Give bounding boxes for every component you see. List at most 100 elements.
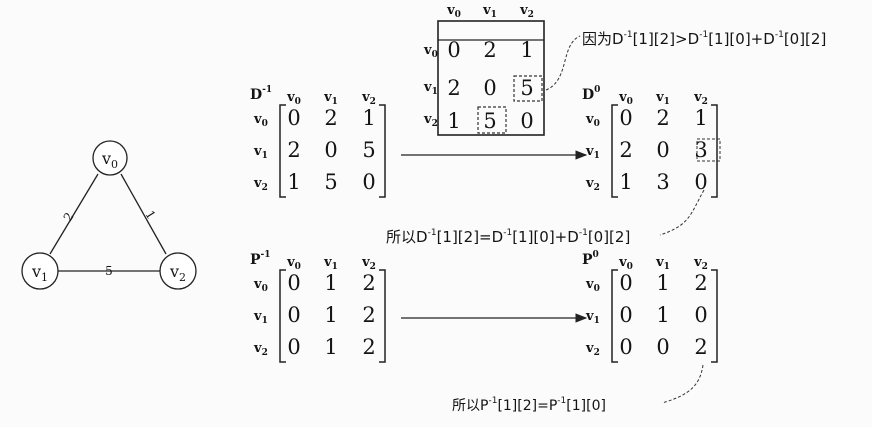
matrix-col-header: v0: [618, 255, 633, 272]
matrix-cell: 2: [362, 335, 375, 359]
table-row-header: v0: [423, 43, 438, 60]
table-cell: 1: [520, 38, 533, 62]
table-col-headers: v0 v1 v2: [446, 3, 534, 20]
matrix-row-header: v2: [253, 341, 268, 358]
node-v0-label: v0: [101, 149, 118, 171]
matrix-row-header: v2: [585, 341, 600, 358]
table-col-header: v1: [482, 3, 497, 20]
matrix-name: D-1: [250, 85, 272, 103]
table-cells: 0 2 1 2 0 5 1 5 0: [447, 38, 533, 133]
matrix-col-header: v1: [655, 255, 670, 272]
matrix-col-header: v0: [286, 255, 301, 272]
matrix-cell: 2: [656, 106, 669, 130]
edge-weight-v0-v1: 2: [61, 210, 77, 224]
matrix-cell: 2: [694, 335, 707, 359]
matrix-cell: 2: [694, 271, 707, 295]
matrix-cell: 1: [287, 170, 300, 194]
matrix-cell: 0: [324, 138, 337, 162]
highlight-box-d21: [477, 106, 507, 134]
table-row-header: v1: [423, 80, 438, 97]
highlight-box-d0-entry: [696, 138, 721, 162]
matrix-row-header: v0: [253, 277, 268, 294]
matrix-col-header: v0: [286, 90, 301, 107]
matrix-row-header: v1: [585, 309, 600, 326]
highlight-box-d12: [513, 75, 543, 102]
table-cell: 0: [520, 109, 533, 133]
node-v2: [159, 252, 197, 290]
matrix-cell: 1: [324, 303, 337, 327]
matrix-cell: 0: [619, 335, 632, 359]
table-row-headers: v0 v1 v2: [423, 43, 438, 129]
edge-v0-v1: [49, 173, 99, 255]
matrix-cell: 2: [324, 106, 337, 130]
matrix-cell: 5: [324, 170, 337, 194]
matrix-cell: 2: [619, 138, 632, 162]
matrix-cell: 1: [362, 106, 375, 130]
matrix-cell: 2: [362, 303, 375, 327]
matrix-left-bracket: [611, 104, 618, 198]
matrix-left-bracket: [611, 269, 618, 363]
distance-table: v0 v1 v2 v0 v1 v2 0 2 1 2 0 5 1 5 0: [423, 3, 545, 136]
table-col-header: v2: [519, 3, 534, 20]
matrix-name: D0: [582, 85, 600, 103]
d-result-leader-line: [659, 189, 705, 236]
node-v1: [21, 252, 59, 290]
matrix-row-header: v1: [253, 309, 268, 326]
matrix-cell: 0: [287, 303, 300, 327]
matrix-cell: 2: [287, 138, 300, 162]
matrix-cell: 2: [362, 271, 375, 295]
matrix-row-header: v0: [253, 112, 268, 129]
matrix-col-header: v1: [323, 90, 338, 107]
matrix-col-header: v1: [323, 255, 338, 272]
matrix-row-header: v2: [253, 176, 268, 193]
matrix-cell: 0: [656, 335, 669, 359]
reason-leader-line: [545, 35, 581, 91]
weighted-graph: 2 1 5 v0 v1 v2: [21, 140, 197, 290]
matrix-right-bracket: [379, 104, 386, 198]
matrix-name: P0: [582, 250, 599, 268]
edge-weight-v1-v2: 5: [105, 264, 113, 278]
matrix-cell: 1: [656, 271, 669, 295]
matrix-cell: 0: [694, 303, 707, 327]
matrix-cell: 1: [656, 303, 669, 327]
node-v0: [92, 140, 128, 176]
matrix-col-header: v2: [693, 255, 708, 272]
table-cell: 1: [447, 109, 460, 133]
matrix-row-header: v2: [585, 176, 600, 193]
node-v1-label: v1: [31, 262, 48, 284]
table-cell: 5: [483, 109, 496, 133]
matrix-cell: 1: [324, 335, 337, 359]
matrix-col-header: v2: [361, 90, 376, 107]
matrix-name: P-1: [250, 250, 271, 268]
table-cell: 2: [483, 38, 496, 62]
table-cell: 5: [520, 76, 533, 100]
edge-weight-v0-v2: 1: [142, 208, 158, 222]
matrix-cell: 3: [656, 170, 669, 194]
reason-annotation: 因为D-1[1][2]>D-1[1][0]+D-1[0][2]: [582, 30, 826, 48]
matrix-cell: 0: [619, 106, 632, 130]
matrix-cell: 0: [619, 303, 632, 327]
matrix-row-header: v0: [585, 112, 600, 129]
matrix-right-bracket: [711, 269, 718, 363]
matrix-cell: 1: [694, 106, 707, 130]
d-result-annotation: 所以D-1[1][2]=D-1[1][0]+D-1[0][2]: [386, 228, 630, 246]
matrix-left-bracket: [279, 269, 286, 363]
matrix-cell: 0: [619, 271, 632, 295]
matrix-cell: 3: [694, 138, 707, 162]
matrix-col-header: v2: [361, 255, 376, 272]
matrix-row-header: v1: [253, 144, 268, 161]
edge-v0-v2: [120, 173, 167, 255]
matrix-row-header: v1: [585, 144, 600, 161]
matrix-col-header: v1: [655, 90, 670, 107]
matrix-cell: 0: [694, 170, 707, 194]
matrix-cell: 5: [362, 138, 375, 162]
table-cell: 0: [447, 38, 460, 62]
matrix-cell: 0: [656, 138, 669, 162]
matrix-col-header: v0: [618, 90, 633, 107]
